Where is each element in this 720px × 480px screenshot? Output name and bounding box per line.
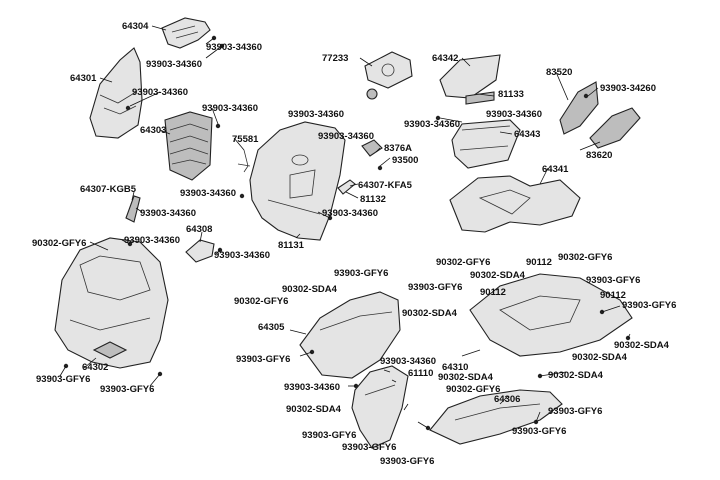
part-64343-glove-box xyxy=(451,119,521,169)
part-64305-left-side-cover xyxy=(299,291,401,379)
label-81132: 81132 xyxy=(360,194,386,205)
label-93903-gfy6-b: 93903-GFY6 xyxy=(586,275,640,286)
label-90302-sda4-a: 90302-SDA4 xyxy=(470,270,526,281)
label-93903-34360-h: 93903-34360 xyxy=(486,109,542,120)
label-83620: 83620 xyxy=(586,150,612,161)
label-93903-34360-i: 93903-34360 xyxy=(180,188,236,199)
label-64305: 64305 xyxy=(258,322,285,333)
label-90112-b: 90112 xyxy=(480,287,506,298)
label-90302-sda4-g: 90302-SDA4 xyxy=(438,372,494,383)
part-61110-front-fender xyxy=(351,365,409,449)
label-90302-gfy6-c: 90302-GFY6 xyxy=(558,252,612,263)
label-93903-34360-b: 93903-34360 xyxy=(146,59,202,70)
label-81131: 81131 xyxy=(278,240,305,251)
label-8376a: 8376A xyxy=(384,143,412,154)
label-93903-34360-a: 93903-34360 xyxy=(206,42,262,53)
part-83520-side-panel xyxy=(559,81,599,135)
part-83620-side-panel xyxy=(589,107,641,149)
label-64308: 64308 xyxy=(186,224,212,235)
label-93903-34360-j: 93903-34360 xyxy=(140,208,196,219)
part-64304-top-cover xyxy=(161,17,211,49)
label-93903-34360-f: 93903-34360 xyxy=(318,131,374,142)
label-93903-gfy6-k: 93903-GFY6 xyxy=(342,442,396,453)
label-90302-sda4-c: 90302-SDA4 xyxy=(402,308,458,319)
label-90302-sda4-b: 90302-SDA4 xyxy=(282,284,338,295)
part-75581-hook xyxy=(237,149,251,173)
label-93500: 93500 xyxy=(392,155,418,166)
label-93903-gfy6-a: 93903-GFY6 xyxy=(334,268,388,279)
label-64307-kfa5: 64307-KFA5 xyxy=(358,180,413,191)
label-93903-gfy6-g: 93903-GFY6 xyxy=(100,384,154,395)
label-81133: 81133 xyxy=(498,89,524,100)
label-93903-34360-o: 93903-34360 xyxy=(284,382,340,393)
label-93903-34360-n: 93903-34360 xyxy=(380,356,436,367)
label-90302-sda4-f: 90302-SDA4 xyxy=(548,370,604,381)
label-83520: 83520 xyxy=(546,67,572,78)
label-90302-gfy6-b: 90302-GFY6 xyxy=(436,257,490,268)
label-64303: 64303 xyxy=(140,125,166,136)
label-75581: 75581 xyxy=(232,134,259,145)
label-90302-gfy6-e: 90302-GFY6 xyxy=(446,384,500,395)
part-64342-mat xyxy=(439,54,501,99)
part-64307-kgb5-bracket xyxy=(125,195,141,223)
label-93903-34360-c: 93903-34360 xyxy=(132,87,188,98)
label-61110: 61110 xyxy=(408,368,433,379)
label-90112-c: 90112 xyxy=(600,290,626,301)
part-64310-floor-frame xyxy=(469,273,633,357)
label-93903-34360-k: 93903-34360 xyxy=(322,208,378,219)
label-93903-34360-m: 93903-34360 xyxy=(214,250,270,261)
label-93903-gfy6-f: 93903-GFY6 xyxy=(36,374,90,385)
label-64310: 64310 xyxy=(442,362,468,373)
part-64301-front-upper-panel xyxy=(89,47,143,139)
part-8376a-clip xyxy=(361,139,383,157)
part-81131-leg-shield xyxy=(249,121,346,241)
label-90302-gfy6-a: 90302-GFY6 xyxy=(32,238,86,249)
part-77233-ignition-lock xyxy=(364,51,413,100)
label-93903-34360-e: 93903-34360 xyxy=(288,109,344,120)
label-64307-kgb5: 64307-KGB5 xyxy=(80,184,137,195)
label-77233: 77233 xyxy=(322,53,348,64)
part-64306-lower-right-cover xyxy=(429,389,563,445)
label-93903-gfy6-h: 93903-GFY6 xyxy=(548,406,602,417)
label-64304: 64304 xyxy=(122,21,149,32)
label-93903-34360-d: 93903-34360 xyxy=(202,103,258,114)
label-93903-34360-g: 93903-34360 xyxy=(404,119,460,130)
leader-lines xyxy=(59,25,631,429)
label-93903-gfy6-c: 93903-GFY6 xyxy=(408,282,462,293)
label-93903-gfy6-j: 93903-GFY6 xyxy=(302,430,356,441)
label-93903-gfy6-d: 93903-GFY6 xyxy=(622,300,676,311)
part-64303-inner-grill xyxy=(164,111,213,181)
label-90112-a: 90112 xyxy=(526,257,552,268)
label-93903-gfy6-e: 93903-GFY6 xyxy=(236,354,290,365)
label-90302-gfy6-d: 90302-GFY6 xyxy=(234,296,288,307)
label-64341: 64341 xyxy=(542,164,569,175)
label-64343: 64343 xyxy=(514,129,540,140)
part-64302-front-shield xyxy=(54,237,169,369)
label-64302: 64302 xyxy=(82,362,108,373)
label-90302-sda4-d: 90302-SDA4 xyxy=(614,340,670,351)
screw-markers xyxy=(63,35,631,431)
part-64307-kfa5-strip xyxy=(337,179,356,195)
label-93903-gfy6-l: 93903-GFY6 xyxy=(380,456,434,467)
label-64301: 64301 xyxy=(70,73,97,84)
label-90302-sda4-h: 90302-SDA4 xyxy=(286,404,342,415)
label-93903-gfy6-i: 93903-GFY6 xyxy=(512,426,566,437)
label-93903-34260: 93903-34260 xyxy=(600,83,656,94)
label-64306: 64306 xyxy=(494,394,520,405)
part-64308-vent xyxy=(185,239,215,263)
part-64341-floor-board xyxy=(449,175,581,233)
label-64342: 64342 xyxy=(432,53,458,64)
label-90302-sda4-e: 90302-SDA4 xyxy=(572,352,628,363)
label-93903-34360-l: 93903-34360 xyxy=(124,235,180,246)
